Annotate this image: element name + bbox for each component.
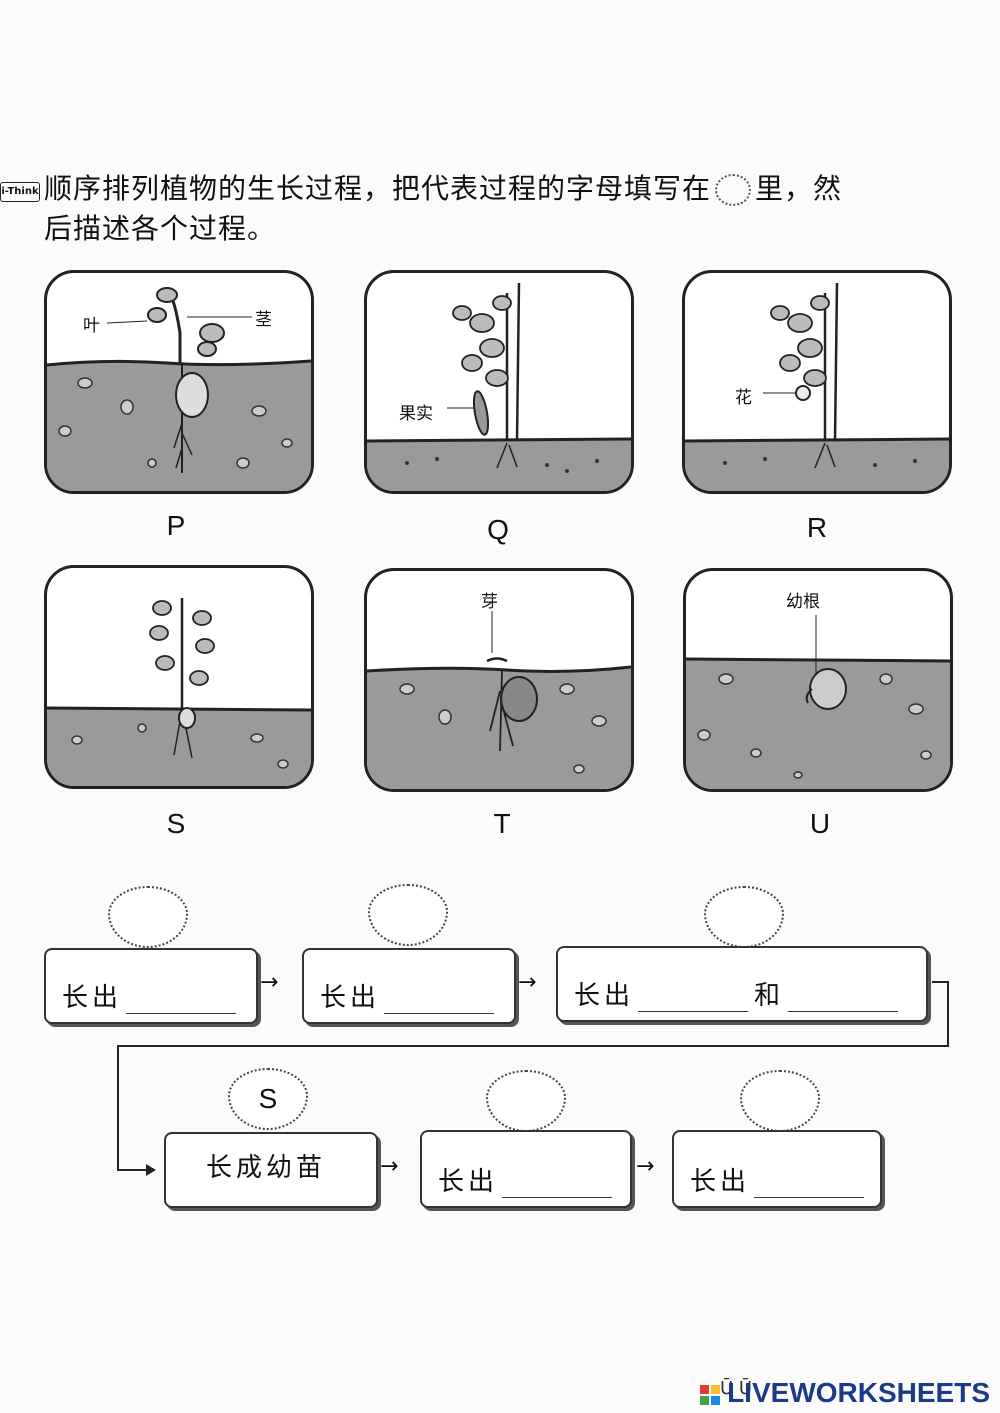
label-flower: 花 (735, 388, 752, 408)
label-leaf: 叶 (83, 316, 100, 336)
flow-box-3-blank-a[interactable] (638, 1007, 749, 1012)
flow-box-2: 长出 (302, 948, 516, 1024)
flow-box-4: 长成幼苗 (164, 1132, 378, 1208)
panel-letter-t: T (493, 808, 511, 839)
young-plant-illustration-s (47, 598, 311, 786)
liveworksheets-logo: LIVEWORKSHEETS (699, 1377, 990, 1409)
instruction-line-2: 后描述各个过程。 (44, 212, 277, 245)
panel-t: 芽 (364, 568, 634, 792)
flow-box-1-blank[interactable] (126, 1009, 237, 1014)
instruction: i-Think 顺序排列植物的生长过程，把代表过程的字母填写在 里，然 后描述各个… (0, 168, 1000, 258)
sprouting-seed-illustration-t (367, 611, 631, 789)
flow-box-4-text: 长成幼苗 (206, 1153, 327, 1183)
panel-letter-r: R (806, 512, 828, 543)
flowering-plant-illustration-r (685, 282, 949, 491)
arrow-right-icon: → (636, 1154, 655, 1179)
flow-box-3-text-and: 和 (754, 981, 785, 1011)
panel-letter-q: Q (487, 514, 509, 545)
instruction-line-1: 顺序排列植物的生长过程，把代表过程的字母填写在 里，然 (44, 170, 842, 208)
flow-box-1: 长出 (44, 948, 258, 1024)
answer-bubble-1[interactable] (108, 886, 188, 948)
instruction-text-b: 里，然 (755, 172, 843, 205)
panel-u: 幼根 (683, 568, 953, 792)
germinating-seed-illustration-u (686, 615, 950, 789)
flow-box-5-text: 长出 (438, 1167, 499, 1197)
flow-box-3-text: 长出 (574, 981, 635, 1011)
arrow-right-icon: → (518, 970, 537, 995)
flow-box-6-text: 长出 (690, 1167, 751, 1197)
answer-bubble-4[interactable]: S (228, 1068, 308, 1130)
panel-q: 果实 (364, 270, 634, 494)
panel-letter-u: U (809, 808, 831, 839)
flow-box-3-blank-b[interactable] (788, 1007, 899, 1012)
panel-letter-p: P (166, 510, 186, 541)
instruction-text-a: 顺序排列植物的生长过程，把代表过程的字母填写在 (44, 172, 712, 205)
panel-r: 花 (682, 270, 952, 494)
flow-box-1-text: 长出 (62, 983, 123, 1013)
dotted-circle-icon (715, 174, 752, 206)
flow-box-2-text: 长出 (320, 983, 381, 1013)
arrow-right-icon: → (260, 970, 279, 995)
flow-box-5-blank[interactable] (502, 1193, 613, 1198)
liveworksheets-icon (700, 1384, 721, 1405)
i-think-badge: i-Think (0, 182, 40, 202)
answer-bubble-3[interactable] (704, 886, 784, 948)
page-mark: Ū Ū (720, 1378, 753, 1399)
panel-letter-s: S (166, 808, 186, 839)
flow-box-6-blank[interactable] (754, 1193, 865, 1198)
label-radicle: 幼根 (786, 592, 820, 612)
fruiting-plant-illustration-q (367, 282, 631, 491)
flow-box-5: 长出 (420, 1130, 632, 1208)
label-sprout: 芽 (481, 592, 498, 612)
label-stem: 茎 (255, 310, 272, 330)
panel-s (44, 565, 314, 789)
answer-bubble-2[interactable] (368, 884, 448, 946)
panel-p: 叶 茎 (44, 270, 314, 494)
flow-connector (117, 981, 949, 1176)
label-fruit: 果实 (399, 404, 433, 424)
arrow-right-icon: → (380, 1154, 399, 1179)
flow-box-3: 长出 和 (556, 946, 928, 1022)
liveworksheets-brand-text: LIVEWORKSHEETS (727, 1377, 990, 1408)
flow-box-6: 长出 (672, 1130, 882, 1208)
flow-box-2-blank[interactable] (384, 1009, 495, 1014)
seedling-illustration-p (47, 287, 311, 491)
